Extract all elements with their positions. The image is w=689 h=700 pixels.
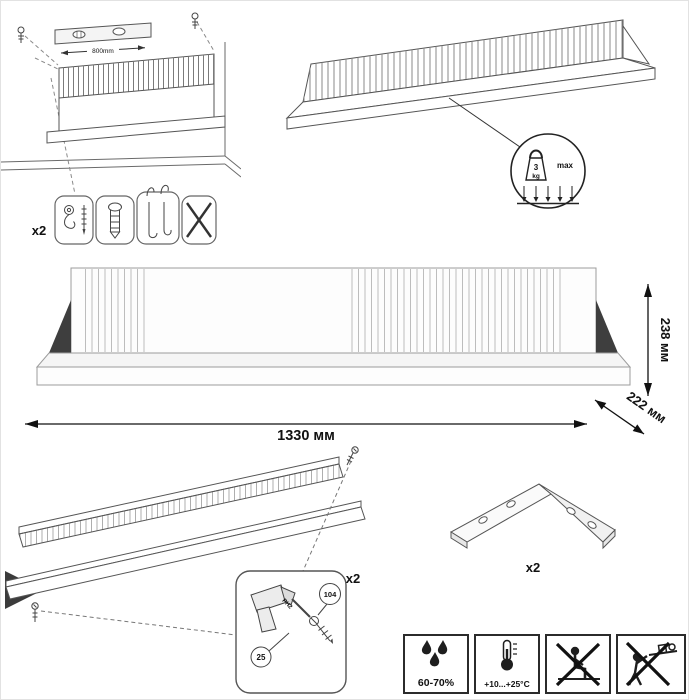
detail-screw-icon xyxy=(309,616,333,644)
water-drops-icon xyxy=(421,640,448,667)
no-sitting-box xyxy=(545,634,611,694)
weight-value-label: 3 xyxy=(534,163,539,172)
left-bracket xyxy=(49,300,71,353)
part-number-25-label: 25 xyxy=(257,653,266,662)
level-measurement-label: 800mm xyxy=(92,48,114,55)
max-load-badge: 3 kg max xyxy=(510,133,586,209)
depth-label: 222 мм xyxy=(624,388,669,426)
humidity-box: 60-70% xyxy=(403,634,469,694)
part-number-104-badge: 104 xyxy=(317,583,341,616)
shelf-front-view xyxy=(35,267,632,386)
width-label: 1330 мм xyxy=(277,428,335,444)
panel-screw-icon xyxy=(346,446,359,466)
load-arrows xyxy=(517,186,579,205)
bracket-quantity-label: x2 xyxy=(526,560,540,575)
fastener-option-boxes xyxy=(54,191,217,245)
max-label: max xyxy=(557,161,574,170)
detail-leader-lines xyxy=(40,460,352,636)
no-sitting-icon xyxy=(555,642,601,687)
hook-screw-icon xyxy=(64,205,87,235)
max-load-diagram: 3 kg max xyxy=(285,19,656,209)
right-bracket xyxy=(596,300,618,353)
temperature-label: +10...+25°C xyxy=(484,679,530,689)
care-instructions-strip: 60-70% +10...+25°C xyxy=(403,634,686,694)
height-dimension: 238 мм xyxy=(644,284,673,396)
load-callout-line xyxy=(448,97,521,148)
depth-dimension: 222 мм xyxy=(594,388,669,435)
weight-3kg-icon xyxy=(525,149,547,181)
shelf-board-part xyxy=(5,500,366,609)
thermometer-icon xyxy=(501,639,517,671)
shelf-3d-view xyxy=(285,19,656,130)
height-label: 238 мм xyxy=(658,318,673,363)
board-screw-icon xyxy=(31,602,39,622)
part-number-25-badge: 25 xyxy=(250,632,290,668)
corner-bracket-diagram: x2 xyxy=(450,483,616,575)
assembly-diagram: x2 PH2 104 25 xyxy=(5,446,366,694)
wall-plug-icon xyxy=(108,202,122,239)
temperature-box: +10...+25°C xyxy=(474,634,540,694)
back-panel-part xyxy=(18,456,344,548)
product-dimensions-view: 1330 мм 238 мм 222 мм xyxy=(25,267,673,444)
fasteners-quantity-label: x2 xyxy=(32,223,46,238)
weight-unit-label: kg xyxy=(532,173,540,180)
level-dimension: 800mm xyxy=(60,45,146,56)
part-number-104-label: 104 xyxy=(324,590,337,599)
screwdriver-ph2-icon: PH2 xyxy=(250,584,311,633)
wall-mounting-diagram: 800mm x2 xyxy=(1,12,241,245)
corner-bracket-3d xyxy=(450,483,616,550)
humidity-label: 60-70% xyxy=(417,677,455,689)
not-included-cross-icon xyxy=(186,202,212,238)
wall-anchor-marks xyxy=(17,12,199,43)
no-climbing-box xyxy=(616,634,686,694)
assembly-quantity-label: x2 xyxy=(346,571,360,586)
shelf-board-wall xyxy=(46,115,226,144)
room-corner-lines xyxy=(1,42,241,178)
spirit-level-icon xyxy=(54,22,152,45)
no-climbing-icon xyxy=(625,641,678,687)
mounting-hooks-icon xyxy=(146,184,172,239)
width-dimension: 1330 мм xyxy=(25,420,587,444)
